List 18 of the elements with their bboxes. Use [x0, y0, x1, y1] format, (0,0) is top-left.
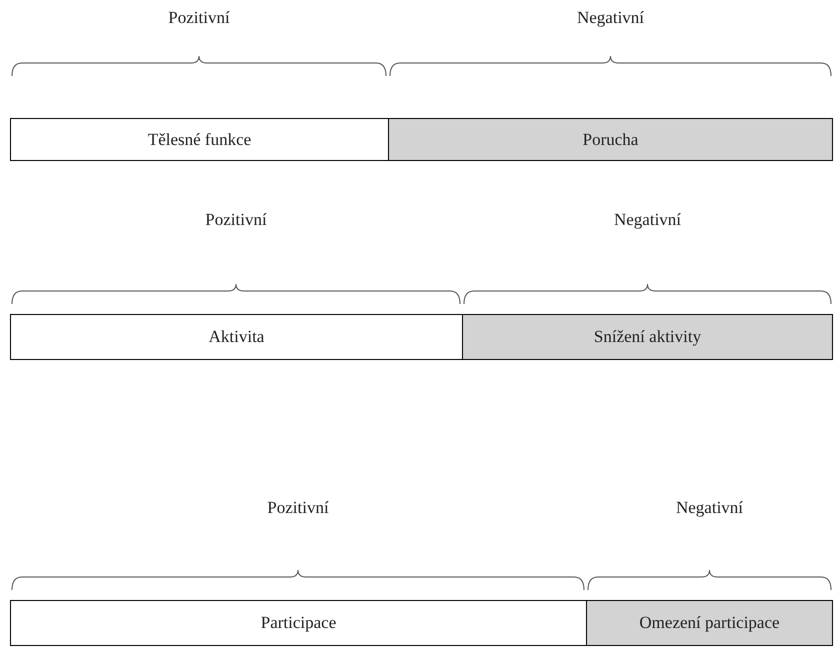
box-label: Tělesné funkce — [148, 130, 252, 150]
category-box — [388, 118, 833, 161]
brace-label: Pozitivní — [168, 8, 230, 28]
category-box — [10, 600, 587, 646]
box-label: Aktivita — [208, 327, 264, 347]
box-label: Omezení participace — [639, 613, 780, 633]
brace-label: Pozitivní — [205, 210, 267, 230]
brace-label: Negativní — [676, 498, 744, 518]
box-label: Participace — [260, 613, 336, 633]
brace-label: Pozitivní — [267, 498, 329, 518]
brace-label: Negativní — [614, 210, 682, 230]
category-box — [462, 314, 833, 360]
category-box — [10, 118, 389, 161]
category-box — [586, 600, 833, 646]
category-box — [10, 314, 463, 360]
brace-label: Negativní — [576, 8, 644, 28]
box-label: Porucha — [582, 130, 638, 150]
box-label: Snížení aktivity — [594, 327, 702, 347]
